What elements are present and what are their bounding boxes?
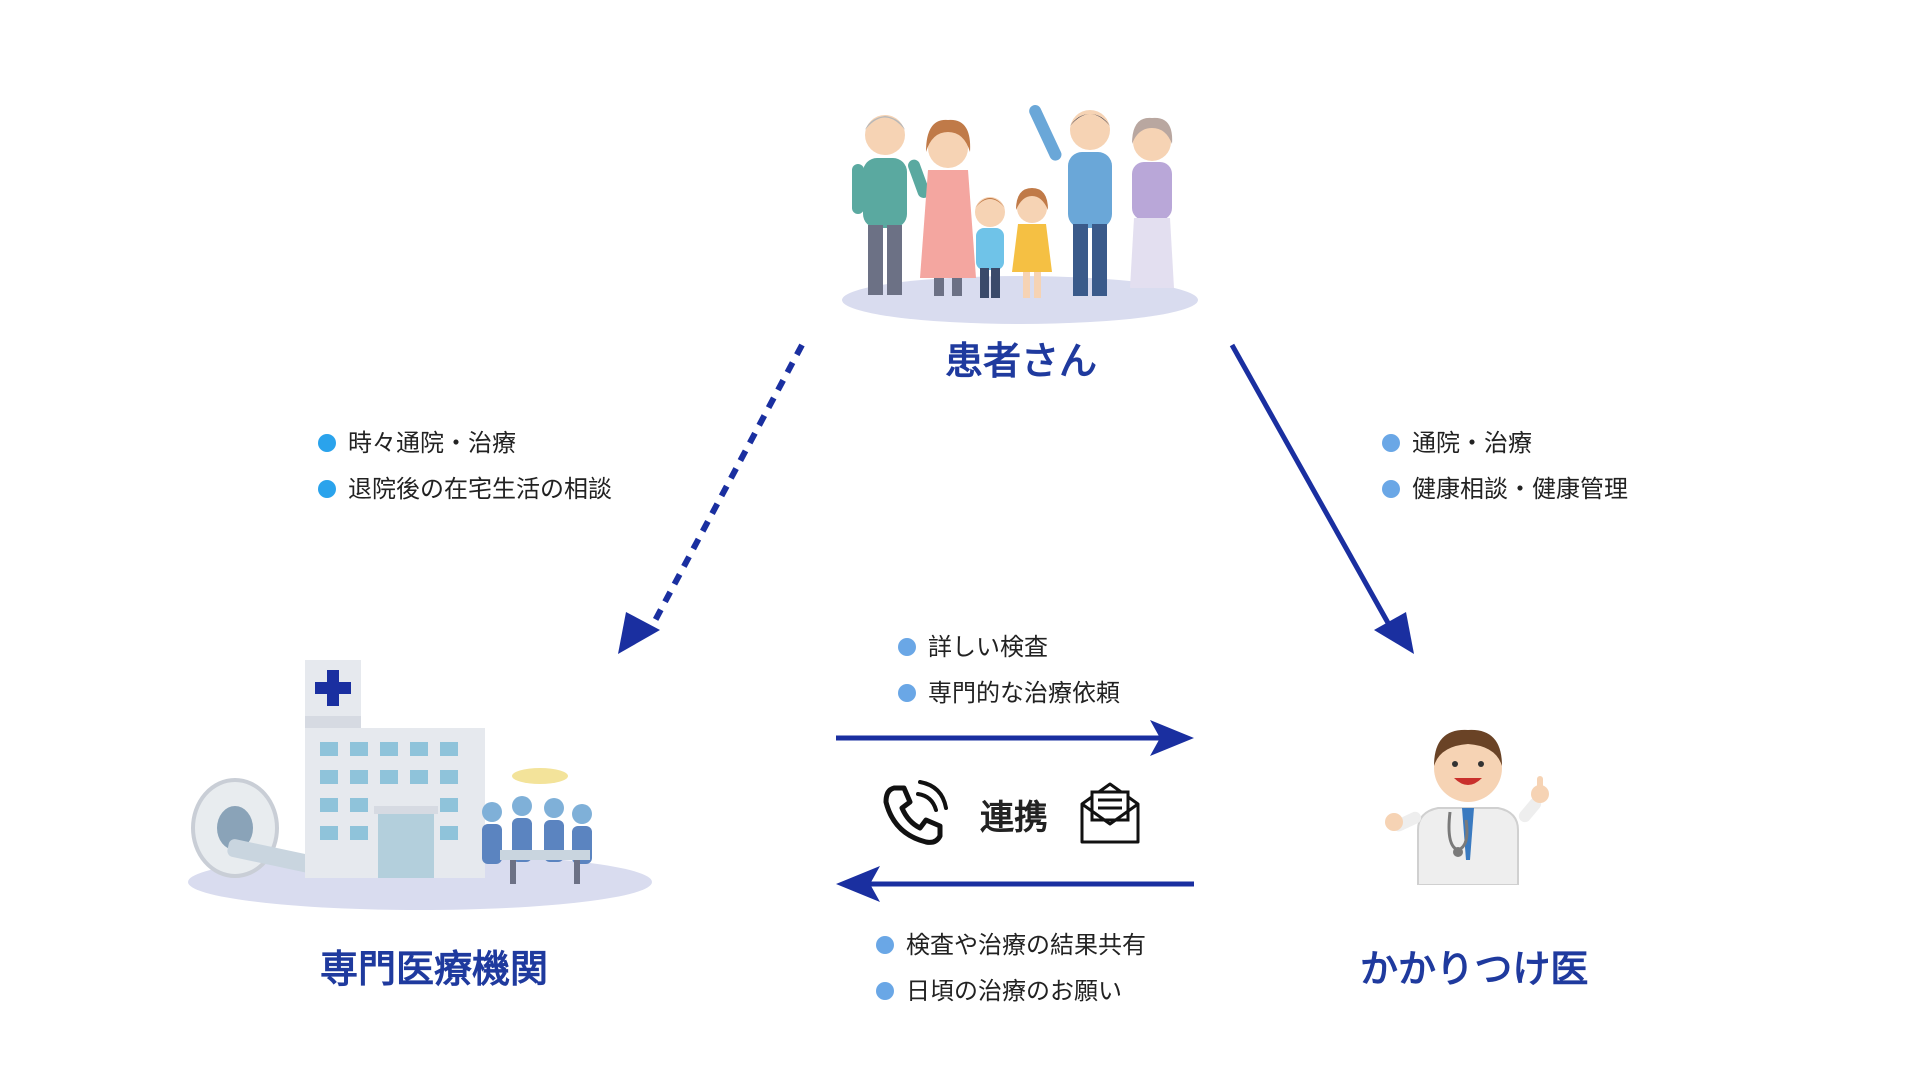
right-bullet-list: 通院・治療 健康相談・健康管理 <box>1382 420 1628 512</box>
arrow-head-right <box>1150 720 1194 756</box>
list-item-text: 時々通院・治療 <box>348 429 516 457</box>
list-item: 日頃の治療のお願い <box>876 968 1146 1014</box>
bullet-icon <box>318 480 336 498</box>
bullet-icon <box>1382 480 1400 498</box>
grandma-figure <box>1130 117 1174 288</box>
dashed-arrow-head <box>618 612 660 654</box>
doctor-label: かかりつけ医 <box>1360 947 1589 991</box>
list-item: 検査や治療の結果共有 <box>876 922 1146 968</box>
hospital-illustration <box>188 660 652 910</box>
bullet-icon <box>1382 434 1400 452</box>
hospital-building <box>305 660 485 878</box>
list-item-text: 日頃の治療のお願い <box>906 977 1122 1005</box>
patient-label: 患者さん <box>945 339 1098 383</box>
list-item-text: 退院後の在宅生活の相談 <box>348 475 612 503</box>
bullet-icon <box>876 982 894 1000</box>
list-item: 退院後の在宅生活の相談 <box>318 466 612 512</box>
surgery-team <box>482 768 592 884</box>
list-item-text: 検査や治療の結果共有 <box>906 931 1146 959</box>
list-item-text: 詳しい検査 <box>928 633 1048 661</box>
boy-figure <box>975 197 1005 298</box>
collaboration-label: 連携 <box>980 798 1048 838</box>
list-item: 専門的な治療依頼 <box>898 670 1120 716</box>
girl-figure <box>1012 188 1052 298</box>
bullet-icon <box>318 434 336 452</box>
list-item-text: 通院・治療 <box>1412 429 1532 457</box>
center-bottom-bullet-list: 検査や治療の結果共有 日頃の治療のお願い <box>876 922 1146 1014</box>
bullet-icon <box>898 684 916 702</box>
list-item: 詳しい検査 <box>898 624 1120 670</box>
bullet-icon <box>876 936 894 954</box>
mail-icon <box>1080 782 1140 844</box>
grandpa-figure <box>852 115 930 295</box>
list-item: 通院・治療 <box>1382 420 1628 466</box>
list-item-text: 専門的な治療依頼 <box>928 679 1120 707</box>
list-item: 時々通院・治療 <box>318 420 612 466</box>
phone-icon <box>883 780 948 845</box>
list-item: 健康相談・健康管理 <box>1382 466 1628 512</box>
center-top-bullet-list: 詳しい検査 専門的な治療依頼 <box>898 624 1120 716</box>
family-illustration <box>842 105 1198 324</box>
list-item-text: 健康相談・健康管理 <box>1412 475 1628 503</box>
arrow-patient-to-doctor <box>1229 343 1395 632</box>
hospital-label: 専門医療機関 <box>320 947 549 991</box>
arrow-head-doctor <box>1374 612 1414 654</box>
dashed-arrow-patient-to-hospital <box>647 343 805 632</box>
doctor-illustration <box>1385 729 1549 885</box>
father-figure <box>1029 105 1112 296</box>
arrow-head-left <box>836 866 880 902</box>
mother-figure <box>920 119 976 296</box>
bullet-icon <box>898 638 916 656</box>
left-bullet-list: 時々通院・治療 退院後の在宅生活の相談 <box>318 420 612 512</box>
